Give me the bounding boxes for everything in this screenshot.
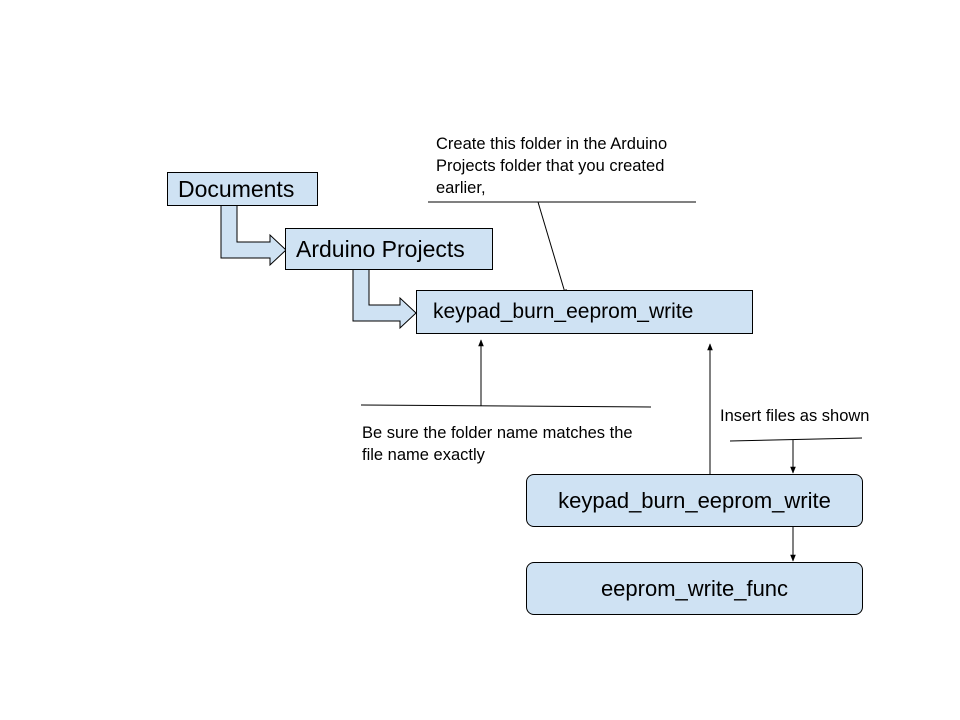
- create-folder-note-line-3: earlier,: [436, 179, 486, 197]
- folder-name-note: Be sure the folder name matches the file…: [362, 422, 682, 466]
- create-folder-note-line-1: Create this folder in the Arduino: [436, 135, 668, 153]
- documents-to-arduino-arrow: [220, 204, 287, 267]
- function-file-box: eeprom_write_func: [526, 562, 863, 615]
- folder-name-note-line-1: Be sure the folder name matches the: [362, 424, 633, 442]
- sketch-file-box: keypad_burn_eeprom_write: [526, 474, 863, 527]
- documents-folder-label: Documents: [178, 175, 295, 202]
- keypad-folder-box: keypad_burn_eeprom_write: [416, 290, 753, 334]
- insert-files-note: Insert files as shown: [720, 405, 920, 427]
- insert-files-note-underline: [729, 437, 863, 442]
- folder-name-note-line: [360, 404, 652, 408]
- folder-name-note-line-2: file name exactly: [362, 446, 485, 464]
- insert-files-note-text: Insert files as shown: [720, 407, 870, 425]
- documents-folder-box: Documents: [167, 172, 318, 206]
- sketch-file-label: keypad_burn_eeprom_write: [558, 487, 831, 513]
- arduino-projects-folder-label: Arduino Projects: [296, 235, 465, 262]
- arduino-to-keypad-arrow: [352, 268, 417, 330]
- function-file-label: eeprom_write_func: [600, 575, 789, 601]
- keypad-folder-label: keypad_burn_eeprom_write: [433, 300, 694, 323]
- create-folder-pointer: [537, 201, 567, 297]
- arduino-projects-folder-box: Arduino Projects: [285, 228, 493, 270]
- create-folder-note: Create this folder in the Arduino Projec…: [436, 133, 706, 199]
- create-folder-note-line-2: Projects folder that you created: [436, 157, 665, 175]
